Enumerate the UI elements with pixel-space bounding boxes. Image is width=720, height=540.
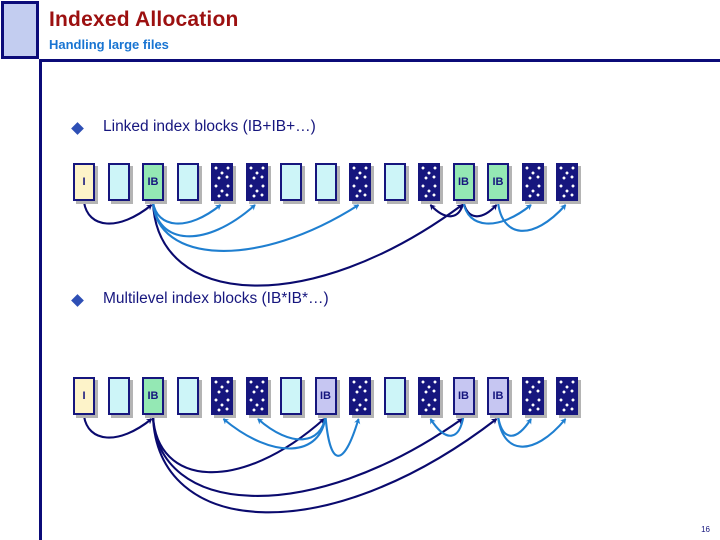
disk-block-ib-green-3: IB bbox=[142, 163, 164, 201]
disk-block-index-1: I bbox=[73, 163, 95, 201]
header-divider-line bbox=[39, 59, 720, 62]
diamond-bullet-icon bbox=[71, 122, 84, 135]
bullet-label: Multilevel index blocks (IB*IB*…) bbox=[103, 290, 329, 307]
pointer-arrow bbox=[151, 415, 463, 497]
disk-block-data-11 bbox=[418, 163, 440, 201]
disk-block-ib-green-12: IB bbox=[452, 163, 475, 201]
pointer-arrow bbox=[151, 201, 463, 287]
disk-block-plain-10 bbox=[383, 163, 406, 201]
disk-block-data-6 bbox=[245, 377, 268, 415]
disk-block-data-14 bbox=[521, 163, 544, 201]
bullet-label: Linked index blocks (IB+IB+…) bbox=[103, 118, 316, 135]
pointer-arrow bbox=[429, 201, 465, 218]
pointer-arrow bbox=[151, 201, 222, 225]
corner-accent-box bbox=[1, 1, 39, 59]
disk-block-data-5 bbox=[211, 163, 233, 201]
disk-block-plain-7 bbox=[280, 377, 302, 415]
pointer-arrow bbox=[257, 415, 327, 441]
disk-block-data-5 bbox=[211, 377, 233, 415]
pointer-arrow bbox=[462, 201, 498, 218]
disk-block-plain-2 bbox=[107, 163, 130, 201]
disk-block-data-9 bbox=[349, 163, 371, 201]
disk-block-plain-4 bbox=[176, 377, 199, 415]
pointer-arrow bbox=[324, 415, 361, 457]
disk-block-plain-7 bbox=[280, 163, 302, 201]
pointer-arrow bbox=[496, 415, 532, 437]
page-number: 16 bbox=[701, 525, 710, 534]
pointer-arrow bbox=[151, 201, 256, 238]
pointer-arrow bbox=[462, 201, 532, 225]
disk-block-plain-2 bbox=[107, 377, 130, 415]
disk-block-data-6 bbox=[245, 163, 268, 201]
pointer-arrow bbox=[496, 201, 567, 232]
disk-block-data-15 bbox=[556, 377, 578, 415]
disk-block-index-1: I bbox=[73, 377, 95, 415]
pointer-arrow bbox=[151, 415, 325, 474]
disk-block-data-15 bbox=[556, 163, 578, 201]
disk-block-ib-green-3: IB bbox=[142, 377, 164, 415]
page-subtitle: Handling large files bbox=[49, 37, 169, 52]
disk-block-data-14 bbox=[521, 377, 544, 415]
pointer-arrow bbox=[82, 201, 153, 225]
disk-block-ib-green-13: IB bbox=[487, 163, 509, 201]
pointer-arrow bbox=[496, 415, 567, 448]
pointer-arrow bbox=[222, 415, 327, 450]
disk-block-plain-10 bbox=[383, 377, 406, 415]
disk-block-data-11 bbox=[418, 377, 440, 415]
disk-block-data-9 bbox=[349, 377, 371, 415]
disk-block-ib-lav-13: IB bbox=[487, 377, 509, 415]
disk-block-plain-4 bbox=[176, 163, 199, 201]
diamond-bullet-icon bbox=[71, 294, 84, 307]
pointer-arrow bbox=[82, 415, 153, 439]
disk-block-ib-lav-8: IB bbox=[314, 377, 337, 415]
pointer-arrow bbox=[151, 201, 360, 252]
pointer-arrow bbox=[429, 415, 465, 437]
disk-block-ib-lav-12: IB bbox=[452, 377, 475, 415]
left-vertical-line bbox=[39, 59, 42, 540]
pointer-arrow bbox=[151, 415, 498, 514]
page-title: Indexed Allocation bbox=[49, 8, 239, 31]
disk-block-plain-8 bbox=[314, 163, 337, 201]
